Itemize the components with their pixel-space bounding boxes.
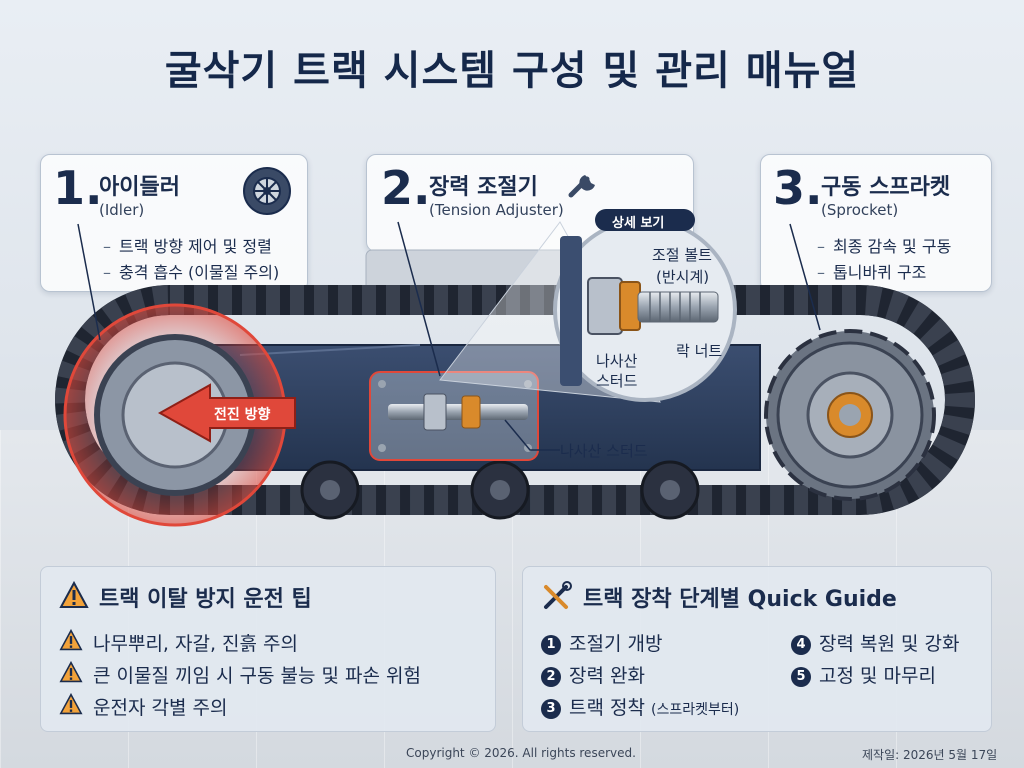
callout-sprocket: 3. 구동 스프라켓 (Sprocket) 최종 감속 및 구동 톱니바퀴 구조	[760, 154, 992, 292]
callout-tension-name: 장력 조절기	[429, 175, 538, 200]
tips-item: 큰 이물질 끼임 시 구동 불능 및 파손 위험	[93, 665, 421, 687]
detail-bolt-label: 조절 볼트	[652, 246, 712, 264]
step-number-badge: 5	[791, 667, 811, 687]
callout-idler-name: 아이들러	[99, 175, 180, 200]
warning-icon	[59, 629, 83, 651]
sprocket-wheel	[764, 329, 936, 501]
callout-idler: 1. 아이들러 (Idler) 트랙 방향 제어 및 정렬 충격 흡수 (이물질…	[40, 154, 308, 292]
wrench-icon	[568, 175, 595, 198]
callout-tension-number: 2.	[381, 161, 431, 215]
guide-step: 1 조절기 개방	[541, 629, 662, 656]
tools-icon	[544, 581, 572, 609]
guide-step: 3 트랙 정착 (스프라켓부터)	[541, 693, 739, 720]
bottom-rollers	[300, 460, 700, 520]
tension-adjuster-assembly	[369, 371, 539, 461]
guide-step-text: 트랙 정착	[569, 697, 645, 719]
callout-tension-adjuster: 2. 장력 조절기 (Tension Adjuster)	[366, 154, 694, 252]
guide-step-text: 장력 완화	[569, 665, 645, 687]
step-number-badge: 1	[541, 635, 561, 655]
guide-step-note: (스프라켓부터)	[651, 702, 740, 718]
callout-idler-bullet: 충격 흡수 (이물질 주의)	[103, 259, 279, 283]
detail-bolt-direction: (반시계)	[656, 268, 710, 286]
footer-date: 제작일: 2026년 5월 17일	[862, 748, 998, 762]
tips-panel: 트랙 이탈 방지 운전 팁 나무뿌리, 자갈, 진흙 주의 큰 이물질 끼임 시…	[40, 566, 496, 732]
detail-heading: 상세 보기	[612, 216, 665, 231]
callout-idler-bullet: 트랙 방향 제어 및 정렬	[103, 233, 272, 257]
callout-idler-subtitle: (Idler)	[99, 201, 145, 219]
guide-panel-title: 트랙 장착 단계별 Quick Guide	[583, 587, 897, 612]
warning-icon	[59, 693, 83, 715]
tips-item: 나무뿌리, 자갈, 진흙 주의	[93, 633, 298, 655]
guide-panel: 트랙 장착 단계별 Quick Guide 1 조절기 개방 2 장력 완화 3 트랙…	[522, 566, 992, 732]
callout-sprocket-bullet: 최종 감속 및 구동	[817, 233, 951, 257]
stud-label: 나사산 스터드	[560, 442, 648, 460]
callout-tension-subtitle: (Tension Adjuster)	[429, 201, 564, 219]
guide-step-text: 조절기 개방	[569, 633, 663, 655]
guide-step: 2 장력 완화	[541, 661, 645, 688]
detail-stud-label: 나사산	[596, 352, 638, 370]
callout-sprocket-number: 3.	[773, 161, 823, 215]
guide-step: 4 장력 복원 및 강화	[791, 629, 959, 656]
step-number-badge: 4	[791, 635, 811, 655]
warning-icon	[59, 661, 83, 683]
step-number-badge: 2	[541, 667, 561, 687]
step-number-badge: 3	[541, 699, 561, 719]
guide-step-text: 장력 복원 및 강화	[819, 633, 960, 655]
detail-stud-label-2: 스터드	[596, 372, 638, 390]
detail-nut-label: 락 너트	[676, 342, 723, 360]
page-title: 굴삭기 트랙 시스템 구성 및 관리 매뉴얼	[164, 48, 860, 94]
callout-sprocket-name: 구동 스프라켓	[821, 175, 951, 200]
tips-item: 운전자 각별 주의	[93, 697, 228, 719]
direction-arrow	[157, 383, 296, 443]
callout-idler-number: 1.	[53, 161, 103, 215]
detail-magnifier	[553, 209, 737, 402]
leader-lines	[77, 221, 821, 451]
callout-sprocket-bullet: 톱니바퀴 구조	[817, 259, 926, 283]
callout-sprocket-subtitle: (Sprocket)	[821, 201, 899, 219]
guide-step: 5 고정 및 마무리	[791, 661, 936, 688]
tips-panel-title: 트랙 이탈 방지 운전 팁	[99, 587, 312, 612]
direction-arrow-label: 전진 방향	[214, 407, 271, 423]
tire-icon	[243, 167, 291, 215]
warning-icon	[59, 581, 89, 608]
footer-copyright: Copyright © 2026. All rights reserved.	[406, 746, 636, 760]
guide-step-text: 고정 및 마무리	[819, 665, 936, 687]
